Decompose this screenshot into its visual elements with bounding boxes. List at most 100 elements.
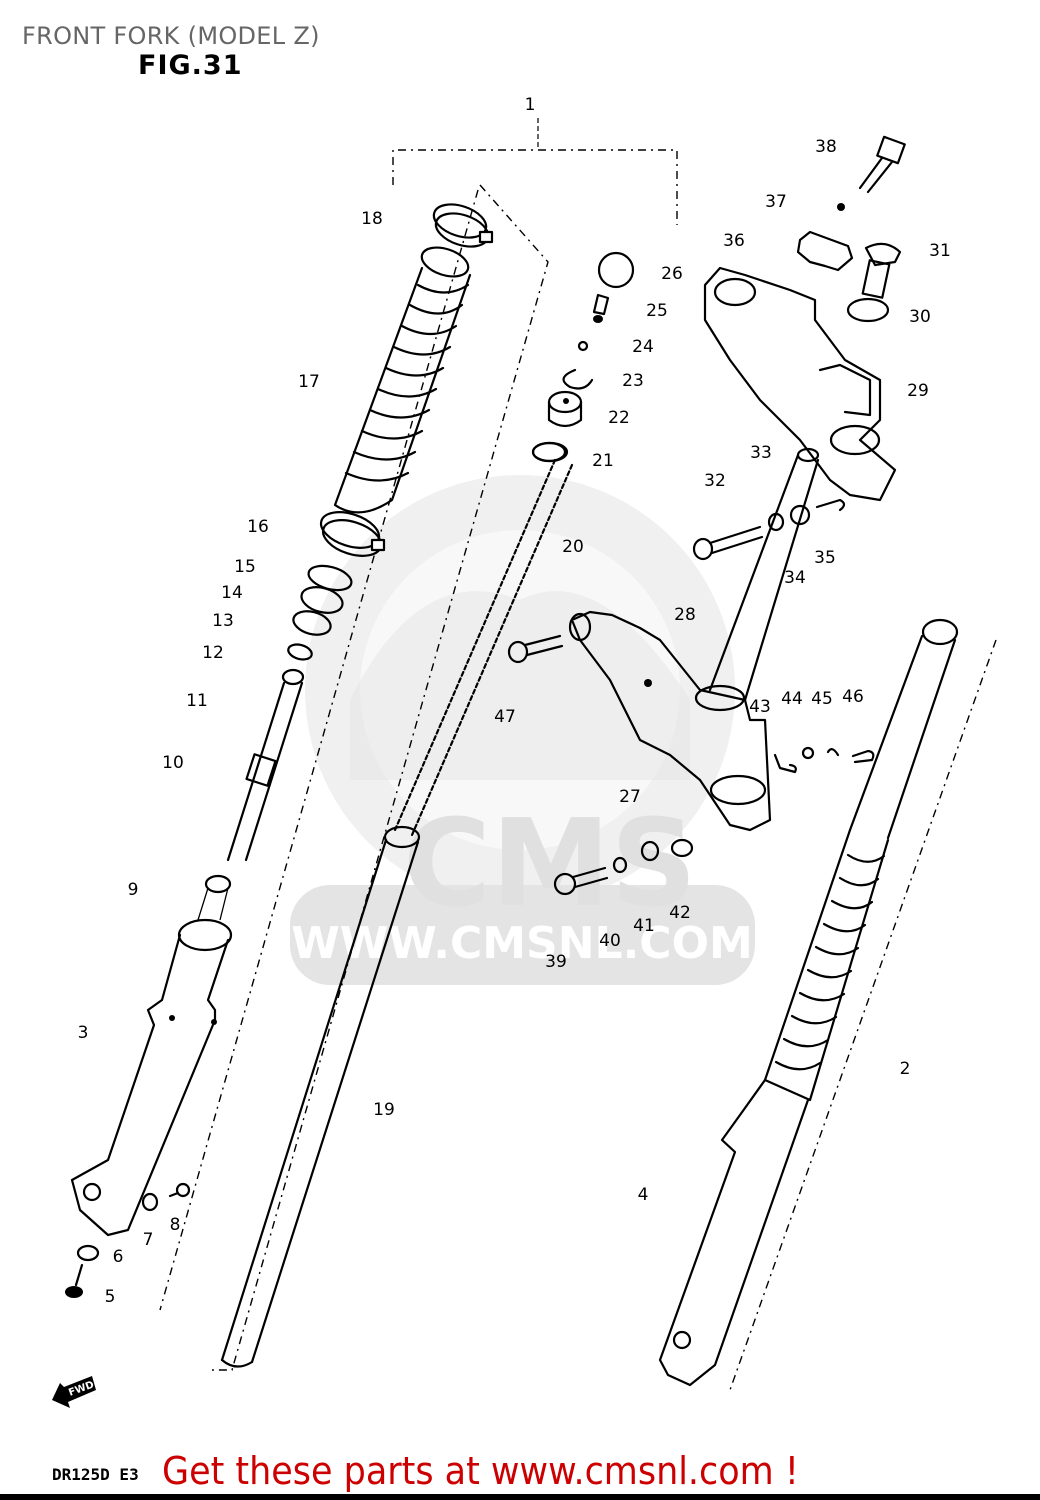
assembly-bracket-1 [392,118,678,225]
part-2-fork-boot-right [763,828,890,1102]
part-22-cap-seal [547,390,583,428]
part-27-lower-bracket [568,610,772,832]
part-14-seal [300,586,344,614]
part-34-washer [789,504,811,526]
watermark-url: WWW.CMSNL.COM [291,918,753,969]
part-labels: 1234567891011121314151617181920212223242… [78,95,951,1307]
part-number-label: 34 [784,568,806,588]
part-number-label: 9 [128,880,139,900]
part-28-steering-stem [708,447,820,702]
part-number-label: 47 [494,707,516,727]
part-number-label: 44 [781,689,803,709]
part-number-label: 38 [815,137,837,157]
part-number-label: 30 [909,307,931,327]
part-number-label: 6 [113,1247,124,1267]
part-19-inner-tube [220,825,421,1368]
part-37-nut [837,203,845,211]
part-24-oring [577,340,589,352]
part-number-label: 12 [202,643,224,663]
part-4-outer-tube-right [658,1078,810,1387]
part-5-bolt [65,1263,84,1298]
part-39-bolt [553,866,609,896]
part-number-label: 40 [599,931,621,951]
part-11-damper-rod [226,668,305,862]
part-number-label: 16 [247,517,269,537]
bottom-border [0,1494,1040,1500]
part-44-washer [801,746,815,760]
part-2-fork-tube-right [848,618,959,840]
part-number-label: 24 [632,337,654,357]
part-number-label: 7 [143,1230,154,1250]
part-35-pin [815,498,846,512]
watermark-brand: CMS [403,795,697,934]
part-42-nut [670,838,694,858]
part-number-label: 23 [622,371,644,391]
part-31-bolt [861,242,902,299]
part-number-label: 4 [638,1185,649,1205]
part-number-label: 3 [78,1023,89,1043]
part-number-label: 32 [704,471,726,491]
left-boundary-line [159,184,549,1371]
part-12-ring [287,643,313,661]
part-number-label: 26 [661,264,683,284]
part-number-label: 15 [234,557,256,577]
part-number-label: 41 [633,916,655,936]
part-number-label: 46 [842,687,864,707]
part-number-label: 20 [562,537,584,557]
part-number-label: 22 [608,408,630,428]
part-number-label: 35 [814,548,836,568]
part-26-cap [597,251,635,289]
part-number-label: 33 [750,443,772,463]
figure-number: FIG.31 [138,50,243,81]
part-33-washer [767,512,785,532]
part-3-outer-tube-left [70,874,233,1237]
part-38-bolt [858,135,906,194]
part-36-clamp [796,230,854,272]
part-41-washer [640,840,660,862]
part-number-label: 18 [361,209,383,229]
part-13-seal [292,610,332,636]
part-8-bolt [168,1182,191,1198]
part-number-label: 13 [212,611,234,631]
part-number-label: 17 [298,372,320,392]
part-30-washer [846,297,890,323]
part-46-bolt [851,749,875,764]
part-number-label: 28 [674,605,696,625]
part-29-upper-bracket [703,266,897,502]
part-number-label: 14 [221,583,243,603]
part-40-washer [612,856,628,874]
part-number-label: 5 [105,1287,116,1307]
part-number-label: 45 [811,689,833,709]
model-code: DR125D E3 [52,1465,139,1484]
page-title: FRONT FORK (MODEL Z) [22,22,320,50]
part-32-bolt [692,525,764,561]
part-47-bolt [507,634,564,664]
part-number-label: 2 [900,1059,911,1079]
right-boundary-line [729,639,997,1391]
part-number-label: 1 [525,95,536,115]
part-number-label: 43 [749,697,771,717]
get-parts-link[interactable]: Get these parts at www.cmsnl.com ! [162,1449,799,1493]
part-number-label: 39 [545,952,567,972]
part-45-nut [826,748,840,757]
part-number-label: 19 [373,1100,395,1120]
part-number-label: 31 [929,241,951,261]
part-number-label: 37 [765,192,787,212]
part-number-label: 11 [186,691,208,711]
part-number-label: 42 [669,903,691,923]
part-17-fork-boot [333,246,472,514]
part-23-circlip [562,368,594,390]
part-21-ring [531,441,567,463]
part-7-nut [141,1192,159,1212]
part-number-label: 25 [646,301,668,321]
part-number-label: 36 [723,231,745,251]
cms-watermark: WWW.CMSNL.COM CMS [290,475,755,985]
part-25-valve [592,293,610,323]
part-number-label: 21 [592,451,614,471]
part-number-label: 8 [170,1215,181,1235]
part-16-clamp [319,511,386,557]
part-10-rod-piece [245,753,277,787]
part-number-label: 29 [907,381,929,401]
part-number-label: 27 [619,787,641,807]
